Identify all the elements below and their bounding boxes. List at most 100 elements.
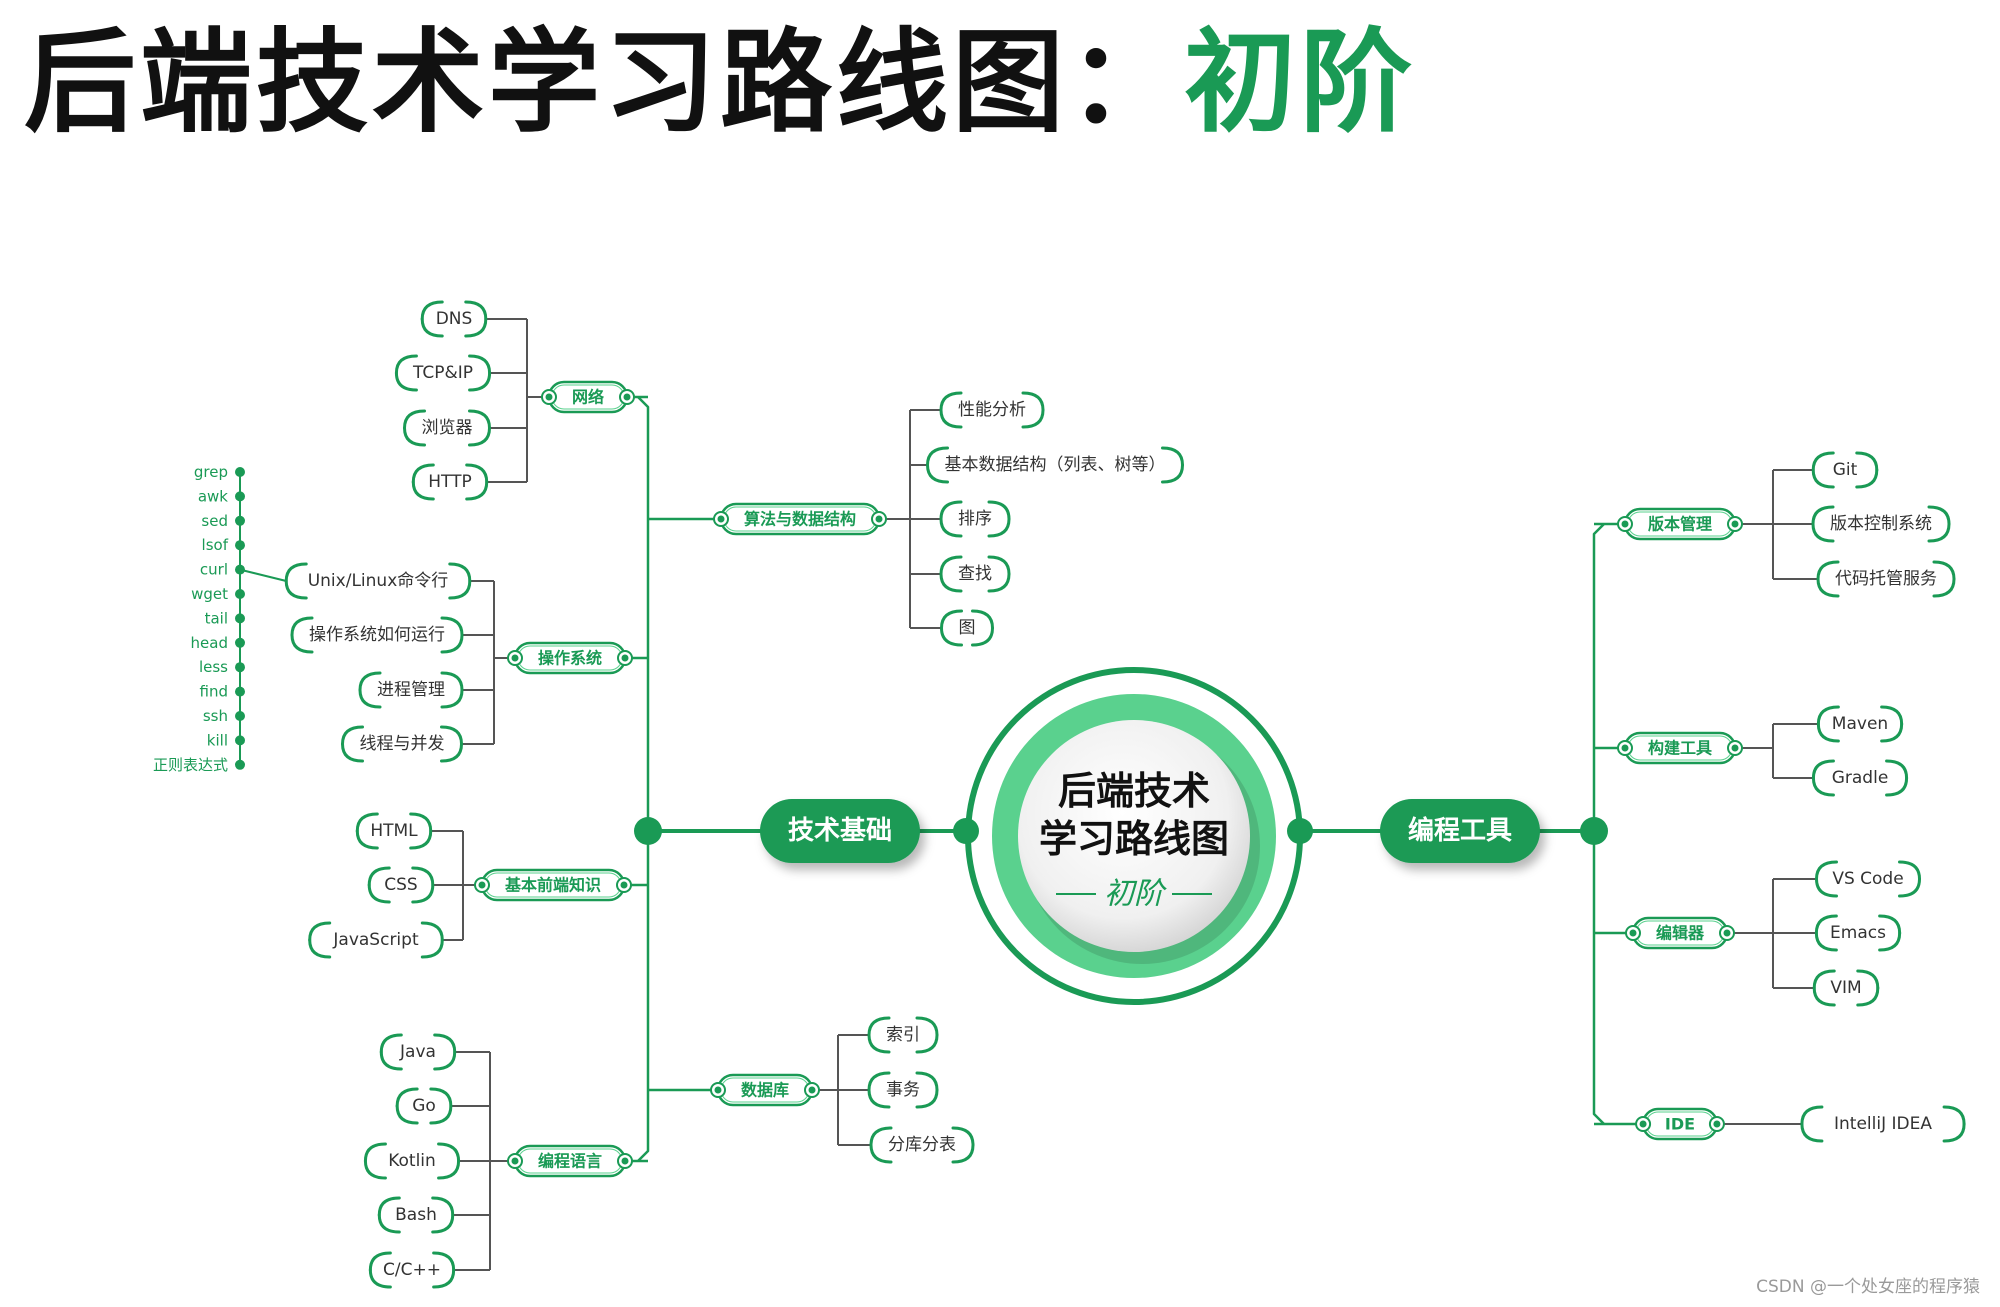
command-label: lsof bbox=[202, 536, 229, 554]
leaf-node: Go bbox=[395, 1087, 453, 1125]
leaf-node: IntelliJ IDEA bbox=[1800, 1105, 1966, 1143]
leaf-label: Git bbox=[1833, 460, 1858, 480]
command-dot bbox=[235, 491, 245, 502]
leaf-label: 进程管理 bbox=[377, 680, 445, 700]
category-node: 构建工具 bbox=[1617, 731, 1743, 765]
leaf-node: 排序 bbox=[939, 500, 1011, 538]
leaf-node: 查找 bbox=[939, 555, 1011, 593]
leaf-label: 浏览器 bbox=[422, 418, 473, 438]
leaf-label: Java bbox=[399, 1042, 436, 1062]
category-label: 构建工具 bbox=[1648, 739, 1712, 758]
command-dot bbox=[235, 564, 245, 575]
leaf-node: 索引 bbox=[867, 1016, 939, 1054]
leaf-label: HTML bbox=[370, 821, 418, 841]
connector-lines bbox=[239, 318, 1819, 1271]
leaf-node: 基本数据结构（列表、树等） bbox=[926, 446, 1184, 484]
category-label: 编程语言 bbox=[538, 1152, 602, 1171]
leaf-node: C/C++ bbox=[368, 1251, 456, 1289]
category-node: 基本前端知识 bbox=[474, 868, 632, 902]
title-colon: ： bbox=[1068, 18, 1184, 148]
leaf-node: VS Code bbox=[1814, 860, 1922, 898]
leaf-node: Kotlin bbox=[363, 1142, 461, 1180]
leaf-label: HTTP bbox=[428, 472, 472, 492]
category-node: 网络 bbox=[541, 380, 635, 414]
command-dot bbox=[235, 637, 245, 648]
leaf-node: Java bbox=[379, 1033, 457, 1071]
leaf-label: DNS bbox=[436, 309, 473, 329]
command-dot bbox=[235, 589, 245, 599]
command-dot bbox=[235, 711, 245, 721]
leaf-label: Kotlin bbox=[388, 1151, 436, 1171]
command-label: head bbox=[191, 634, 228, 652]
command-dot bbox=[235, 735, 245, 746]
command-label: less bbox=[199, 658, 228, 676]
center-title-line1: 后端技术 bbox=[1058, 769, 1210, 813]
command-dot bbox=[235, 759, 245, 770]
command-dot bbox=[235, 686, 245, 697]
leaf-node: Unix/Linux命令行 bbox=[284, 562, 472, 600]
leaf-node: Bash bbox=[377, 1196, 455, 1234]
leaf-label: C/C++ bbox=[383, 1260, 441, 1280]
title-stage: 初阶 bbox=[1184, 18, 1416, 148]
category-label: IDE bbox=[1665, 1115, 1695, 1134]
leaf-label: 索引 bbox=[886, 1025, 920, 1045]
trunk-junction-dot bbox=[1580, 817, 1608, 845]
hub-label: 编程工具 bbox=[1408, 815, 1512, 846]
command-label: ssh bbox=[203, 707, 228, 725]
leaf-label: 性能分析 bbox=[958, 400, 1026, 420]
leaf-label: 事务 bbox=[886, 1080, 920, 1100]
category-label: 算法与数据结构 bbox=[744, 510, 856, 529]
leaf-label: Go bbox=[412, 1096, 436, 1116]
command-label: wget bbox=[191, 585, 228, 603]
leaf-node: 线程与并发 bbox=[341, 725, 463, 763]
category-label: 网络 bbox=[572, 388, 604, 407]
leaf-label: 代码托管服务 bbox=[1835, 569, 1937, 589]
leaf-label: IntelliJ IDEA bbox=[1834, 1114, 1932, 1134]
category-label: 数据库 bbox=[741, 1081, 789, 1100]
page-title: 后端技术学习路线图：初阶 bbox=[24, 18, 1416, 148]
leaf-label: Bash bbox=[395, 1205, 437, 1225]
leaf-node: TCP&IP bbox=[394, 354, 492, 392]
command-dot bbox=[235, 613, 245, 624]
center-stage: 初阶 bbox=[1104, 877, 1167, 912]
leaf-label: 操作系统如何运行 bbox=[309, 625, 445, 645]
category-label: 操作系统 bbox=[538, 649, 602, 668]
leaf-node: 事务 bbox=[867, 1071, 939, 1109]
hub-label: 技术基础 bbox=[788, 816, 892, 846]
leaf-node: JavaScript bbox=[308, 921, 444, 959]
trunk-junction-dot bbox=[634, 817, 662, 845]
hub-node: 技术基础 bbox=[760, 799, 920, 863]
leaf-node: 图 bbox=[940, 609, 994, 647]
category-node: 版本管理 bbox=[1617, 507, 1743, 541]
leaf-label: TCP&IP bbox=[412, 363, 473, 383]
leaf-label: CSS bbox=[384, 875, 417, 895]
leaf-node: VIM bbox=[1812, 969, 1880, 1007]
leaf-label: Unix/Linux命令行 bbox=[308, 571, 449, 591]
command-label: find bbox=[200, 683, 228, 701]
leaf-label: 线程与并发 bbox=[360, 734, 445, 754]
leaf-label: 查找 bbox=[958, 564, 992, 584]
category-node: IDE bbox=[1635, 1107, 1725, 1141]
leaf-node: HTTP bbox=[411, 463, 489, 501]
leaf-label: VIM bbox=[1830, 978, 1861, 998]
leaf-node: Maven bbox=[1816, 705, 1904, 743]
command-label: grep bbox=[194, 463, 228, 481]
category-node: 编辑器 bbox=[1625, 916, 1735, 950]
leaf-node: 代码托管服务 bbox=[1816, 560, 1956, 598]
leaf-label: Gradle bbox=[1832, 768, 1889, 788]
leaf-label: 基本数据结构（列表、树等） bbox=[945, 455, 1166, 475]
command-dot bbox=[235, 662, 245, 673]
command-label: 正则表达式 bbox=[153, 756, 228, 774]
leaf-label: 排序 bbox=[958, 509, 992, 529]
leaf-node: DNS bbox=[420, 300, 488, 338]
leaf-node: 版本控制系统 bbox=[1811, 505, 1951, 543]
category-label: 版本管理 bbox=[1647, 515, 1712, 534]
category-node: 编程语言 bbox=[507, 1144, 633, 1178]
hub-connector-dot bbox=[1287, 818, 1313, 844]
leaf-node: Git bbox=[1811, 451, 1879, 489]
hub-node: 编程工具 bbox=[1380, 799, 1540, 863]
watermark: CSDN @一个处女座的程序猿 bbox=[1756, 1277, 1980, 1297]
leaf-node: 分库分表 bbox=[869, 1126, 975, 1164]
